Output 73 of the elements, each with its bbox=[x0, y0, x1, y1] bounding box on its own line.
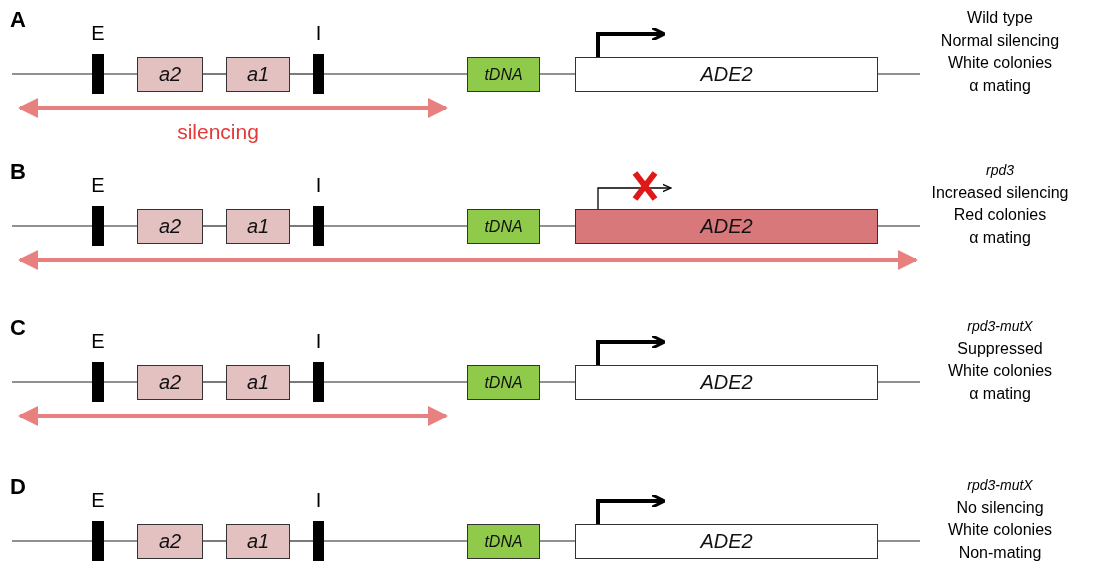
element-label: I bbox=[314, 489, 323, 511]
phenotype-text: Normal silencing bbox=[940, 30, 1060, 51]
dna-line bbox=[202, 73, 227, 75]
phenotype-text: Suppressed bbox=[957, 338, 1043, 359]
gene-box: a1 bbox=[226, 365, 290, 400]
dna-line bbox=[877, 225, 921, 227]
gene-box: ADE2 bbox=[575, 57, 878, 92]
dna-line bbox=[103, 73, 138, 75]
dna-line bbox=[323, 73, 468, 75]
element-label: I bbox=[314, 22, 323, 44]
dna-line bbox=[11, 381, 93, 383]
panel-letter: C bbox=[10, 316, 26, 340]
panel-letter: D bbox=[10, 475, 26, 499]
gene-box: tDNA bbox=[467, 524, 540, 559]
element-label: I bbox=[314, 174, 323, 196]
dna-line bbox=[289, 225, 314, 227]
gene-box: a1 bbox=[226, 57, 290, 92]
dna-line bbox=[202, 381, 227, 383]
gene-box: a2 bbox=[137, 524, 203, 559]
phenotype-text: No silencing bbox=[956, 497, 1044, 518]
dna-line bbox=[103, 225, 138, 227]
element-label: E bbox=[90, 489, 106, 511]
gene-box: ADE2 bbox=[575, 524, 878, 559]
gene-box: a2 bbox=[137, 57, 203, 92]
element-label: I bbox=[314, 330, 323, 352]
dna-line bbox=[103, 540, 138, 542]
phenotype-text: White colonies bbox=[948, 361, 1052, 381]
gene-box: ADE2 bbox=[575, 209, 878, 244]
phenotype-text: Non-mating bbox=[958, 542, 1042, 563]
phenotype-text: rpd3 bbox=[986, 161, 1014, 180]
panel-letter: B bbox=[10, 160, 26, 184]
dna-line bbox=[323, 225, 468, 227]
extent-label: silencing bbox=[177, 120, 259, 144]
phenotype-text: Red colonies bbox=[953, 205, 1047, 225]
dna-line bbox=[11, 73, 93, 75]
dna-line bbox=[539, 225, 576, 227]
gene-box: tDNA bbox=[467, 209, 540, 244]
gene-box: tDNA bbox=[467, 365, 540, 400]
gene-box: ADE2 bbox=[575, 365, 878, 400]
element-label: E bbox=[90, 22, 106, 44]
dna-line bbox=[289, 381, 314, 383]
dna-line bbox=[289, 73, 314, 75]
element-label: E bbox=[90, 174, 106, 196]
dna-line bbox=[103, 381, 138, 383]
dna-line bbox=[11, 225, 93, 227]
dna-line bbox=[202, 225, 227, 227]
phenotype-text: α mating bbox=[969, 227, 1031, 248]
phenotype-text: Increased silencing bbox=[931, 182, 1069, 203]
dna-line bbox=[11, 540, 93, 542]
phenotype-text: rpd3-mutX bbox=[967, 317, 1033, 336]
dna-line bbox=[877, 540, 921, 542]
phenotype-text: Wild type bbox=[967, 8, 1033, 28]
dna-line bbox=[323, 381, 468, 383]
dna-line bbox=[539, 73, 576, 75]
dna-line bbox=[539, 540, 576, 542]
gene-box: a2 bbox=[137, 365, 203, 400]
phenotype-text: White colonies bbox=[948, 53, 1052, 73]
dna-line bbox=[539, 381, 576, 383]
phenotype-text: rpd3-mutX bbox=[967, 476, 1033, 495]
element-label: E bbox=[90, 330, 106, 352]
phenotype-text: α mating bbox=[969, 75, 1031, 96]
gene-box: a2 bbox=[137, 209, 203, 244]
panel-letter: A bbox=[10, 8, 26, 32]
dna-line bbox=[877, 381, 921, 383]
dna-line bbox=[877, 73, 921, 75]
dna-line bbox=[202, 540, 227, 542]
phenotype-text: α mating bbox=[969, 383, 1031, 404]
gene-box: a1 bbox=[226, 524, 290, 559]
dna-line bbox=[323, 540, 468, 542]
phenotype-text: White colonies bbox=[948, 520, 1052, 540]
dna-line bbox=[289, 540, 314, 542]
gene-box: tDNA bbox=[467, 57, 540, 92]
gene-box: a1 bbox=[226, 209, 290, 244]
